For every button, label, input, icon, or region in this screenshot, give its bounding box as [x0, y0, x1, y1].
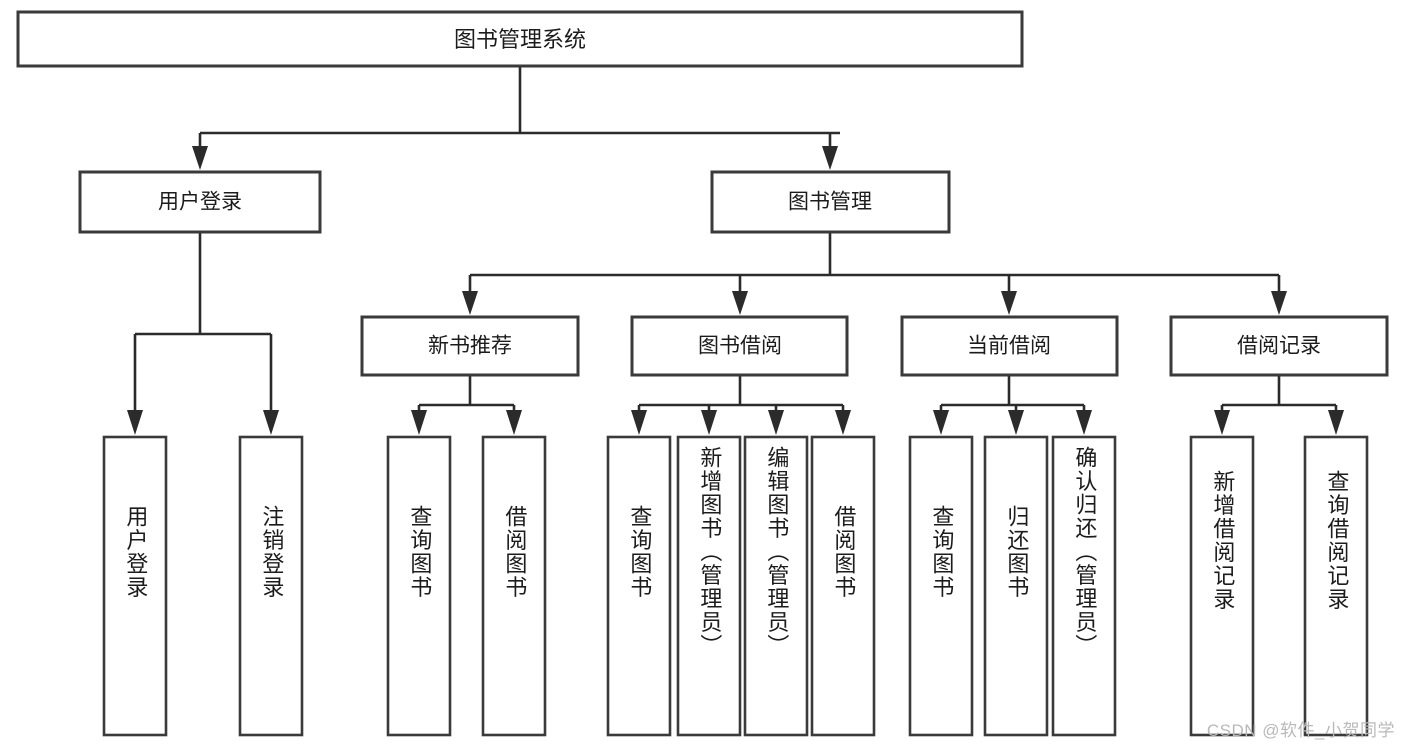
node-current-borrow[interactable]: 当前借阅: [900, 315, 1119, 377]
node-user-login[interactable]: 用户登录: [78, 170, 322, 234]
node-book-management-label: 图书管理: [788, 191, 872, 214]
node-user-login-box[interactable]: [78, 170, 322, 234]
connector-group-borrow-record: [1214, 375, 1344, 435]
leaf-box-edit-book[interactable]: [743, 435, 809, 737]
leaf-box-logout[interactable]: [238, 435, 304, 737]
csdn-watermark: CSDN @软件_小贺同学: [1206, 721, 1395, 740]
node-current-borrow-label: 当前借阅: [967, 335, 1051, 358]
node-book-management[interactable]: 图书管理: [710, 170, 951, 234]
arrowhead-leaf-query-book-borrow: [631, 410, 647, 435]
arrowhead-leaf-edit-book: [768, 410, 784, 435]
arrowhead-leaf-return-book: [1008, 410, 1024, 435]
connector-group-book-borrow: [631, 375, 851, 435]
connector-group-book-management: [462, 232, 1287, 315]
node-book-borrow-label: 图书借阅: [698, 335, 782, 358]
node-book-management-box[interactable]: [710, 170, 951, 234]
arrowhead-book-management: [822, 146, 838, 170]
leaf-box-add-record[interactable]: [1189, 435, 1255, 737]
leaf-box-user-login[interactable]: [102, 435, 168, 737]
node-user-login-label: 用户登录: [158, 191, 242, 214]
node-new-book-recommend[interactable]: 新书推荐: [360, 315, 580, 377]
node-borrow-record[interactable]: 借阅记录: [1169, 315, 1389, 377]
leaf-box-query-book-rec[interactable]: [386, 435, 452, 737]
arrowhead-book-borrow: [732, 291, 748, 315]
arrowhead-user-login: [192, 146, 208, 170]
arrowhead-leaf-add-book: [701, 410, 717, 435]
leaf-box-query-book-borrow[interactable]: [606, 435, 672, 737]
arrowhead-leaf-confirm-return: [1076, 410, 1092, 435]
node-new-book-recommend-box[interactable]: [360, 315, 580, 377]
node-root-box[interactable]: [16, 10, 1024, 68]
node-borrow-record-box[interactable]: [1169, 315, 1389, 377]
leaf-box-add-book[interactable]: [676, 435, 742, 737]
leaf-boxes: [102, 435, 1369, 737]
connector-group-new-book-recommend: [411, 375, 522, 435]
node-root[interactable]: 图书管理系统: [16, 10, 1024, 68]
leaf-box-borrow-book[interactable]: [810, 435, 876, 737]
node-borrow-record-label: 借阅记录: [1237, 335, 1321, 358]
node-book-borrow[interactable]: 图书借阅: [630, 315, 849, 377]
node-root-label: 图书管理系统: [454, 27, 586, 52]
arrowhead-leaf-borrow-book-rec: [506, 410, 522, 435]
leaf-box-confirm-return[interactable]: [1051, 435, 1117, 737]
connector-group-root: [192, 66, 840, 170]
arrowhead-borrow-record: [1271, 291, 1287, 315]
leaf-box-return-book[interactable]: [983, 435, 1049, 737]
arrowhead-leaf-add-record: [1214, 410, 1230, 435]
arrowhead-leaf-query-book-rec: [411, 410, 427, 435]
node-current-borrow-box[interactable]: [900, 315, 1119, 377]
arrowhead-leaf-logout: [263, 410, 279, 435]
arrowhead-leaf-borrow-book: [835, 410, 851, 435]
node-new-book-recommend-label: 新书推荐: [428, 335, 512, 358]
arrowhead-leaf-query-record: [1328, 410, 1344, 435]
arrowhead-new-book-recommend: [462, 291, 478, 315]
arrowhead-leaf-query-book-current: [933, 410, 949, 435]
connector-group-current-borrow: [933, 375, 1092, 435]
node-book-borrow-box[interactable]: [630, 315, 849, 377]
leaf-box-query-book-current[interactable]: [908, 435, 974, 737]
connector-group-user-login: [127, 232, 279, 435]
leaf-box-borrow-book-rec[interactable]: [481, 435, 547, 737]
arrowhead-current-borrow: [1001, 291, 1017, 315]
leaf-box-query-record[interactable]: [1303, 435, 1369, 737]
arrowhead-leaf-user-login: [127, 410, 143, 435]
